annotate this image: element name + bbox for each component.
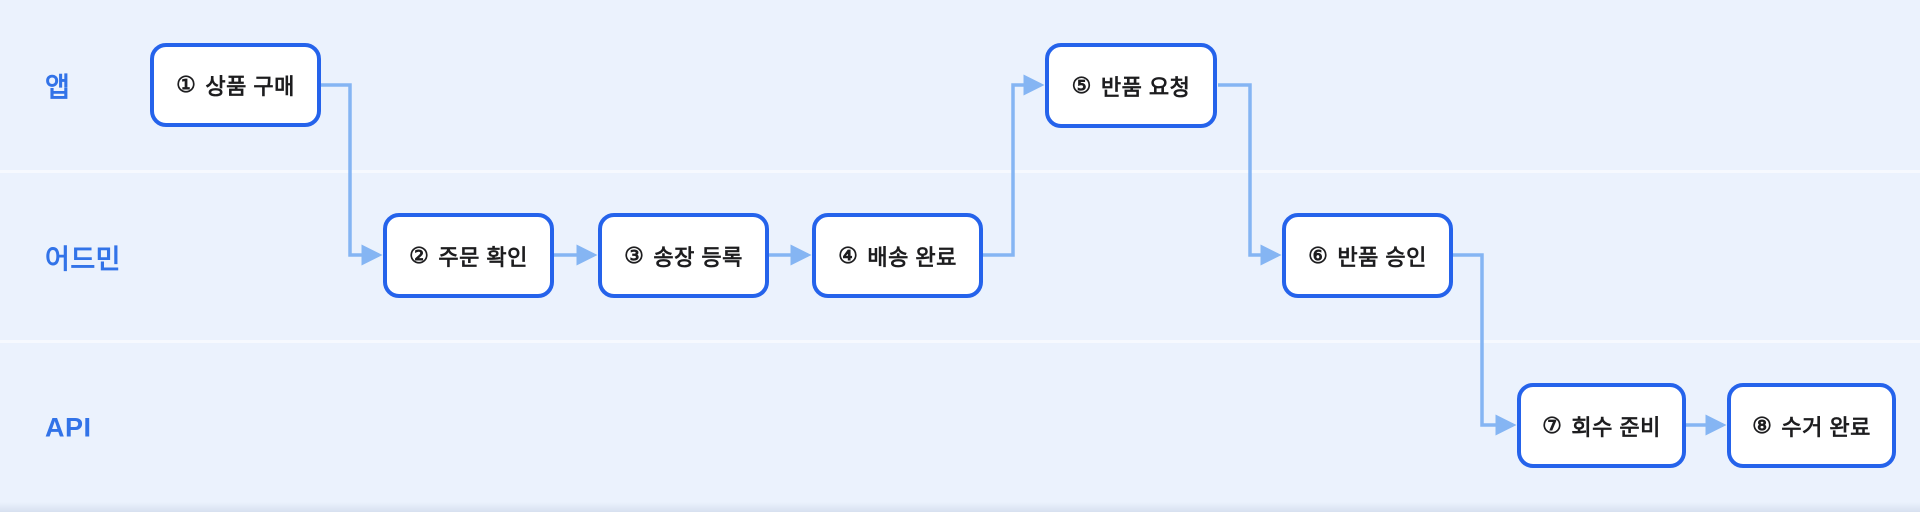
step-number-icon: ③ bbox=[624, 242, 645, 268]
step-label: 상품 구매 bbox=[205, 74, 295, 99]
flow-step-7: ⑦ 회수 준비 bbox=[1517, 383, 1686, 468]
flow-step-4: ④ 배송 완료 bbox=[812, 213, 983, 298]
step-number-icon: ④ bbox=[838, 242, 859, 268]
step-number-icon: ⑤ bbox=[1071, 72, 1092, 98]
step-number-icon: ⑥ bbox=[1308, 242, 1329, 268]
lane-label-admin: 어드민 bbox=[45, 244, 122, 274]
step-label: 주문 확인 bbox=[438, 244, 528, 270]
flow-step-6: ⑥ 반품 승인 bbox=[1282, 213, 1453, 298]
lane-label-api: API bbox=[45, 412, 92, 442]
step-number-icon: ⑧ bbox=[1752, 412, 1773, 438]
lane-label-app: 앱 bbox=[45, 72, 71, 103]
step-number-icon: ② bbox=[409, 242, 430, 268]
flow-step-3: ③ 송장 등록 bbox=[598, 213, 769, 298]
flow-step-8: ⑧ 수거 완료 bbox=[1727, 383, 1896, 468]
flow-step-2: ② 주문 확인 bbox=[383, 213, 554, 298]
step-label: 송장 등록 bbox=[653, 244, 743, 270]
lane-admin: 어드민 bbox=[0, 170, 1920, 340]
flow-step-5: ⑤ 반품 요청 bbox=[1045, 43, 1217, 128]
flow-step-1: ① 상품 구매 bbox=[150, 43, 321, 127]
step-label: 회수 준비 bbox=[1571, 414, 1661, 440]
step-number-icon: ① bbox=[176, 72, 197, 97]
step-label: 배송 완료 bbox=[867, 244, 957, 270]
step-label: 반품 요청 bbox=[1100, 74, 1191, 100]
step-label: 반품 승인 bbox=[1337, 244, 1427, 270]
step-number-icon: ⑦ bbox=[1542, 412, 1563, 438]
step-label: 수거 완료 bbox=[1781, 414, 1871, 440]
